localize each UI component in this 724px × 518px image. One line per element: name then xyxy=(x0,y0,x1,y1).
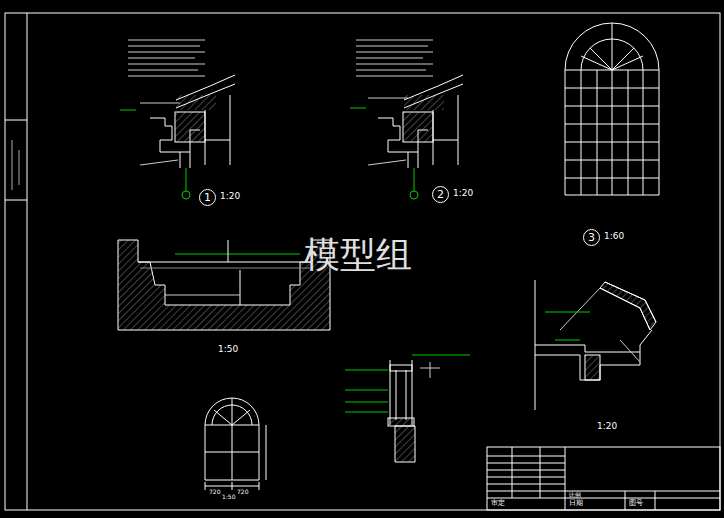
callout-number: 1 xyxy=(204,192,211,203)
scale-label: 1:50 xyxy=(222,494,235,501)
scale-label: 1:20 xyxy=(453,189,473,199)
table-cell: 日期 xyxy=(569,500,583,508)
callout-circle: 2 xyxy=(432,186,449,203)
callout-circle: 1 xyxy=(199,189,216,206)
table-cell: 审定 xyxy=(491,500,505,508)
dimension: 720 xyxy=(209,489,220,496)
callout-circle: 3 xyxy=(583,229,600,246)
scale-label: 1:50 xyxy=(218,345,238,355)
scale-label: 1:20 xyxy=(597,422,617,432)
callout-number: 3 xyxy=(588,232,595,243)
callout-number: 2 xyxy=(437,189,444,200)
table-cell: 比例 xyxy=(569,492,581,499)
scale-label: 1:20 xyxy=(220,192,240,202)
scale-label: 1:60 xyxy=(604,232,624,242)
watermark: 模型组 xyxy=(304,235,412,275)
dimension: 720 xyxy=(237,489,248,496)
table-cell: 图号 xyxy=(629,500,643,508)
